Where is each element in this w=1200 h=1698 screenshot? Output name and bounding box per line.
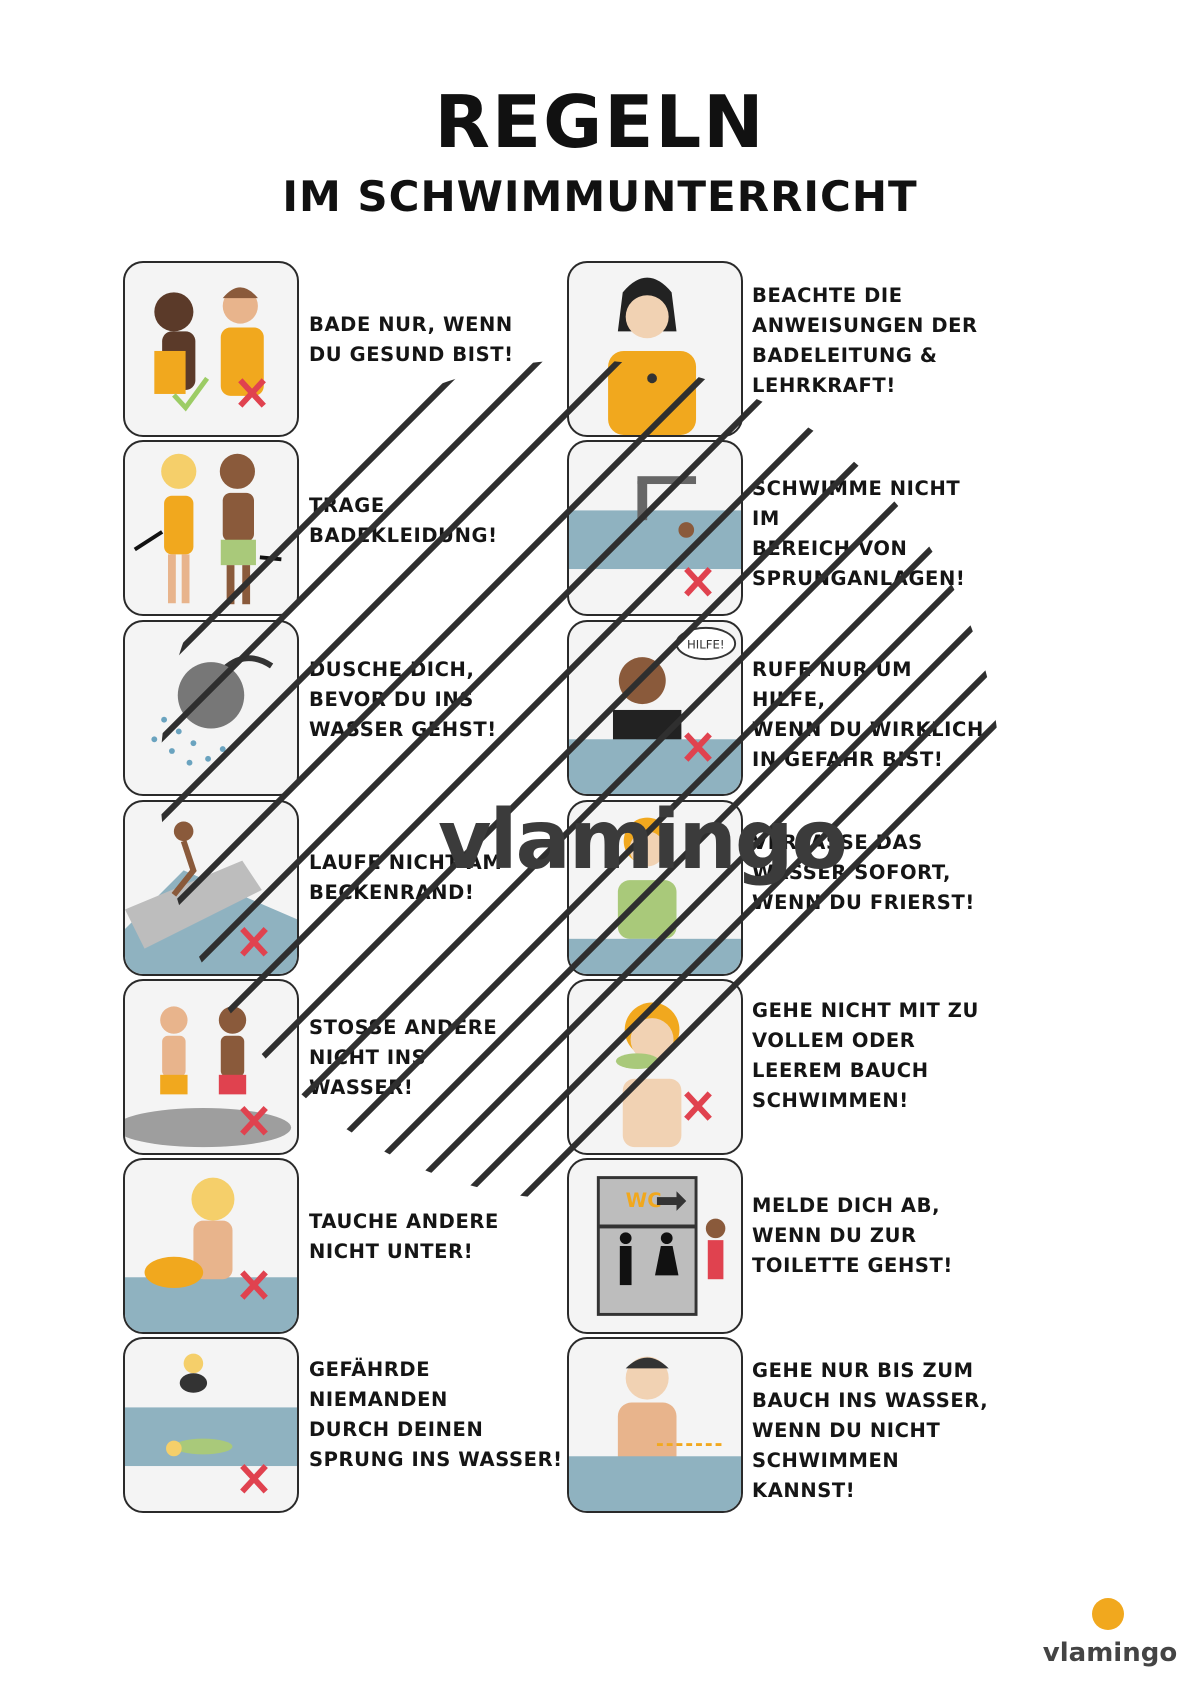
rule-text-diving-board: SCHWIMME NICHT IM BEREICH VON SPRUNGANLA… [752, 477, 966, 590]
sick-children-icon [154, 287, 266, 412]
rule-text-toilet: MELDE DICH AB, WENN DU ZUR TOILETTE GEHS… [752, 1194, 953, 1277]
brand-name: vlamingo [1042, 1638, 1178, 1668]
rule-card-swimwear [123, 440, 299, 616]
diving-board-icon [569, 476, 741, 597]
rule-card-lifeguard [567, 261, 743, 437]
brand-logo: vlamingo [1040, 1598, 1180, 1688]
shower-icon [151, 655, 274, 766]
rule-card-eating [567, 979, 743, 1155]
watermark-text: vlamingo [438, 793, 848, 888]
eating-icon [615, 1002, 712, 1148]
rule-text-healthy: BADE NUR, WENN DU GESUND BIST! [309, 313, 514, 366]
page-title: REGELN [434, 80, 766, 164]
rule-card-toilet: WC [567, 1158, 743, 1334]
rule-card-help: HILFE! [567, 620, 743, 796]
rule-text-shower: DUSCHE DICH, BEVOR DU INS WASSER GEHST! [309, 658, 497, 741]
rule-card-shower [123, 620, 299, 796]
rule-card-belly-deep [567, 1337, 743, 1513]
rule-card-pushing [123, 979, 299, 1155]
rule-card-dunking [123, 1158, 299, 1334]
rule-card-jumping [123, 1337, 299, 1513]
rule-text-eating: GEHE NICHT MIT ZU VOLLEM ODER LEEREM BAU… [752, 999, 979, 1112]
wc-sign-text: WC [626, 1189, 662, 1212]
lifeguard-icon [608, 277, 697, 435]
jumping-icon [125, 1353, 297, 1494]
rule-text-help: RUFE NUR UM HILFE, WENN DU WIRKLICH IN G… [752, 658, 984, 771]
calling-help-icon: HILFE! [569, 626, 741, 794]
running-pool-edge-icon [125, 821, 297, 974]
rule-text-jumping: GEFÄHRDE NIEMANDEN DURCH DEINEN SPRUNG I… [309, 1358, 563, 1471]
help-bubble-text: HILFE! [687, 637, 725, 651]
rule-text-swimwear: TRAGE BADEKLEIDUNG! [309, 494, 498, 547]
rule-text-belly-deep: GEHE NUR BIS ZUM BAUCH INS WASSER, WENN … [752, 1359, 989, 1502]
rule-text-dunking: TAUCHE ANDERE NICHT UNTER! [309, 1210, 499, 1263]
rule-card-running [123, 800, 299, 976]
rule-card-healthy [123, 261, 299, 437]
belly-deep-icon [569, 1356, 741, 1511]
rule-text-lifeguard: BEACHTE DIE ANWEISUNGEN DER BADELEITUNG … [752, 284, 978, 397]
rule-text-pushing: STOSSE ANDERE NICHT INS WASSER! [309, 1016, 498, 1099]
page-subtitle: IM SCHWIMMUNTERRICHT [282, 172, 918, 221]
flamingo-logo-icon [1092, 1598, 1124, 1630]
swimwear-icon [133, 453, 282, 605]
dunking-icon [125, 1177, 297, 1332]
pushing-icon [125, 1006, 292, 1148]
toilet-sign-icon: WC [596, 1176, 726, 1316]
rule-card-diving-board [567, 440, 743, 616]
